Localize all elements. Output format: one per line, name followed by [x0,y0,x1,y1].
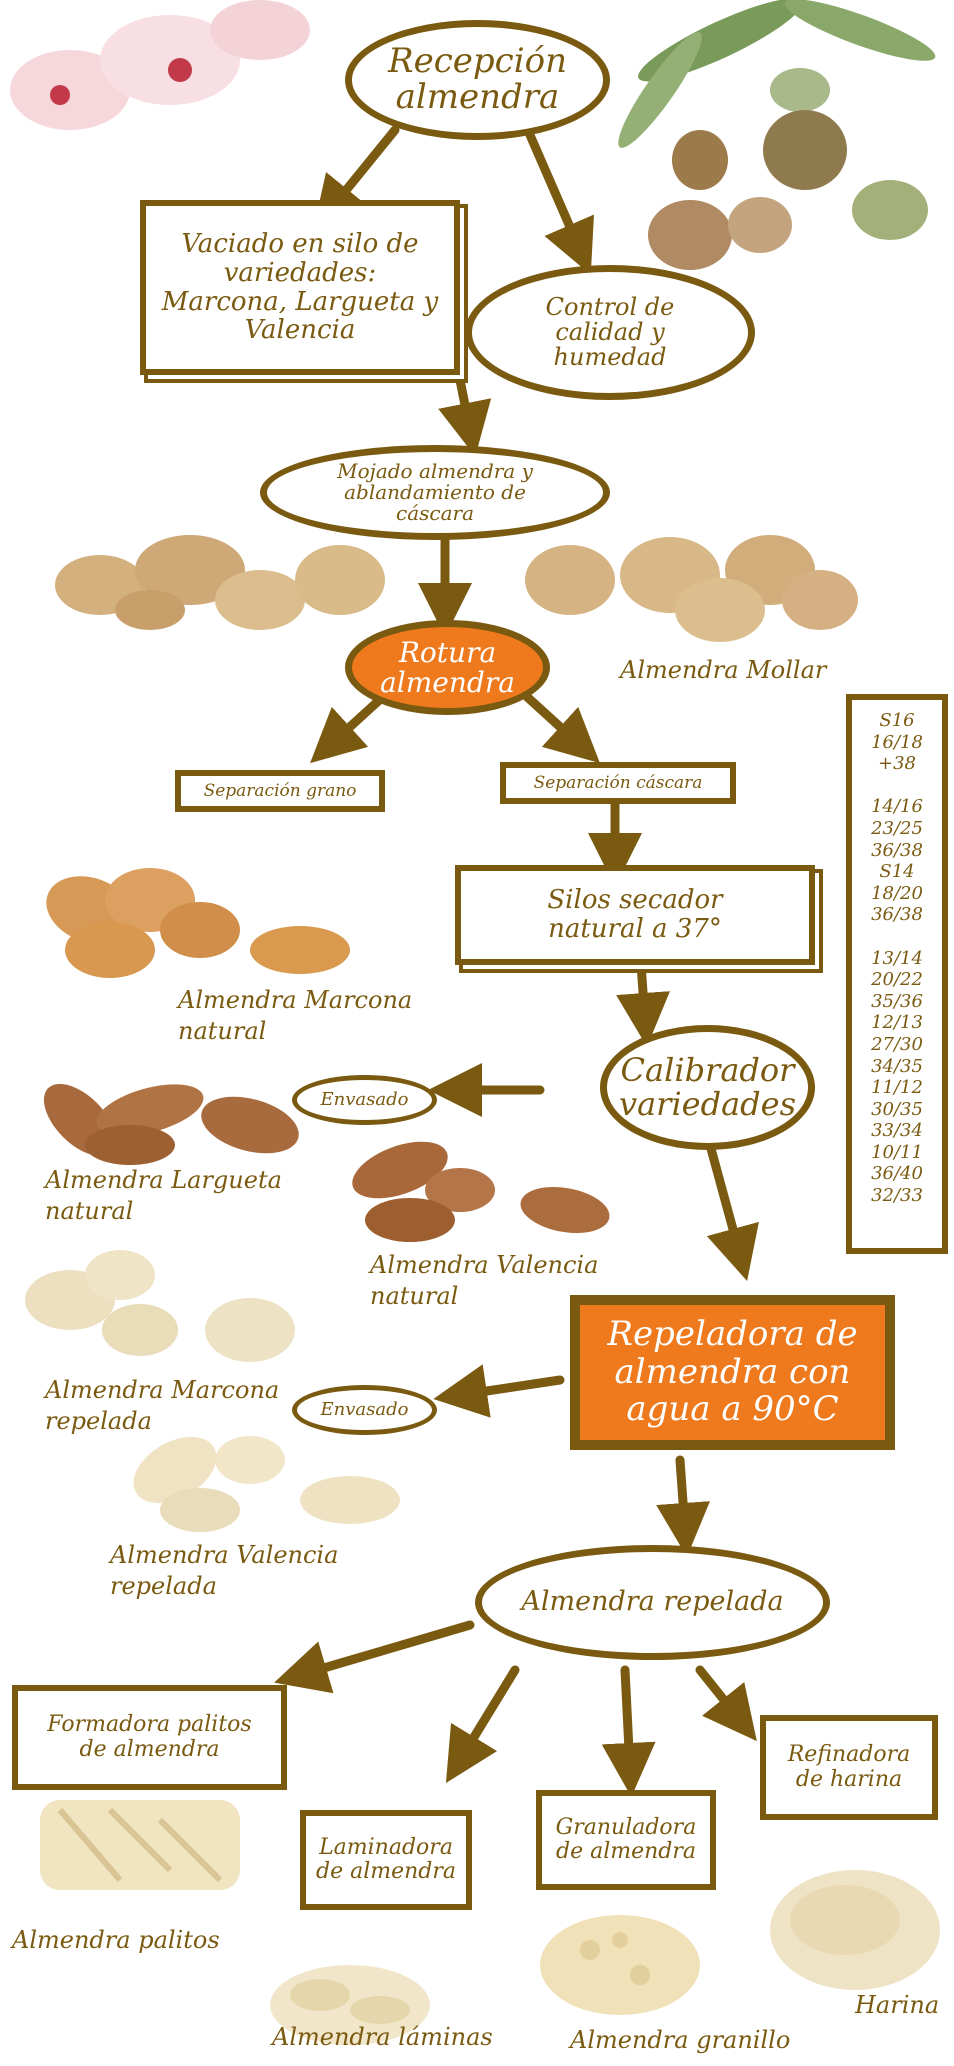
node-repeladora: Repeladora de almendra con agua a 90°C [570,1295,895,1450]
node-almendra-repelada: Almendra repelada [475,1545,830,1660]
cracked-almonds-illustration [55,535,385,630]
node-granuladora: Granuladora de almendra [536,1790,716,1890]
label-laminas: Almendra láminas [272,2023,493,2051]
almond-granules-illustration [540,1915,700,2015]
calibre-item [852,775,942,797]
node-control: Control de calidad y humedad [465,265,755,400]
calibre-item: 35/36 [871,990,923,1012]
calibre-item: 36/38 [871,839,923,861]
almond-sticks-illustration [40,1800,240,1890]
node-calibrador: Calibrador variedades [600,1025,815,1150]
label-palitos: Almendra palitos [12,1926,220,1954]
calibre-item: 32/33 [871,1185,923,1207]
node-sep-cascara: Separación cáscara [500,762,736,804]
node-sep-grano: Separación grano [175,770,385,812]
node-mojado: Mojado almendra y ablandamiento de cásca… [260,445,610,540]
valencia-natural-illustration [352,1141,610,1242]
node-formadora-palitos: Formadora palitos de almendra [12,1685,287,1790]
calibre-item: 12/13 [871,1012,923,1034]
node-vaciado: Vaciado en silo de variedades: Marcona, … [140,200,460,375]
almond-flour-illustration [770,1870,940,1990]
largueta-natural-illustration [43,1083,299,1165]
mollar-almonds-illustration [525,535,858,642]
label-valencia-repelada: Almendra Valencia repelada [110,1541,339,1601]
calibre-item: +38 [878,753,916,775]
calibre-item: 36/40 [871,1163,923,1185]
node-envasado-2: Envasado [292,1385,437,1435]
calibre-item: 11/12 [871,1077,923,1099]
label-granillo: Almendra granillo [570,2026,791,2054]
almond-slices-illustration [270,1965,430,2045]
almond-blossom-illustration [10,0,310,130]
node-laminadora: Laminadora de almendra [300,1810,472,1910]
calibre-item: 10/11 [871,1141,923,1163]
marcona-natural-illustration [46,868,350,978]
node-refinadora: Refinadora de harina [760,1715,938,1820]
calibre-item: S16 [879,710,915,731]
calibre-item: 33/34 [871,1120,923,1142]
marcona-peeled-illustration [25,1250,295,1362]
calibre-item: 18/20 [871,882,923,904]
calibre-item: 16/18 [871,731,923,753]
calibre-item: S14 [879,861,915,883]
almond-branch-illustration [618,0,936,270]
label-largueta-natural: Almendra Largueta natural [45,1166,282,1226]
label-marcona-natural: Almendra Marcona natural [178,986,413,1046]
calibre-item: 14/16 [871,796,923,818]
node-rotura: Rotura almendra [345,620,550,715]
node-envasado-1: Envasado [292,1075,437,1125]
calibre-item [852,926,942,948]
calibre-item: 34/35 [871,1055,923,1077]
label-mollar: Almendra Mollar [620,656,827,684]
valencia-peeled-illustration [133,1436,400,1532]
calibre-item: 13/14 [871,947,923,969]
calibre-item: 20/22 [871,969,923,991]
label-marcona-repelada: Almendra Marcona repelada [45,1376,280,1436]
label-harina: Harina [855,1991,940,2019]
calibre-item: 27/30 [871,1033,923,1055]
node-silos: Silos secador natural a 37° [455,865,815,965]
label-valencia-natural: Almendra Valencia natural [370,1251,599,1311]
node-recepcion: Recepción almendra [345,20,610,140]
calibre-item: 23/25 [871,817,923,839]
calibre-item: 30/35 [871,1098,923,1120]
calibre-item: 36/38 [871,904,923,926]
